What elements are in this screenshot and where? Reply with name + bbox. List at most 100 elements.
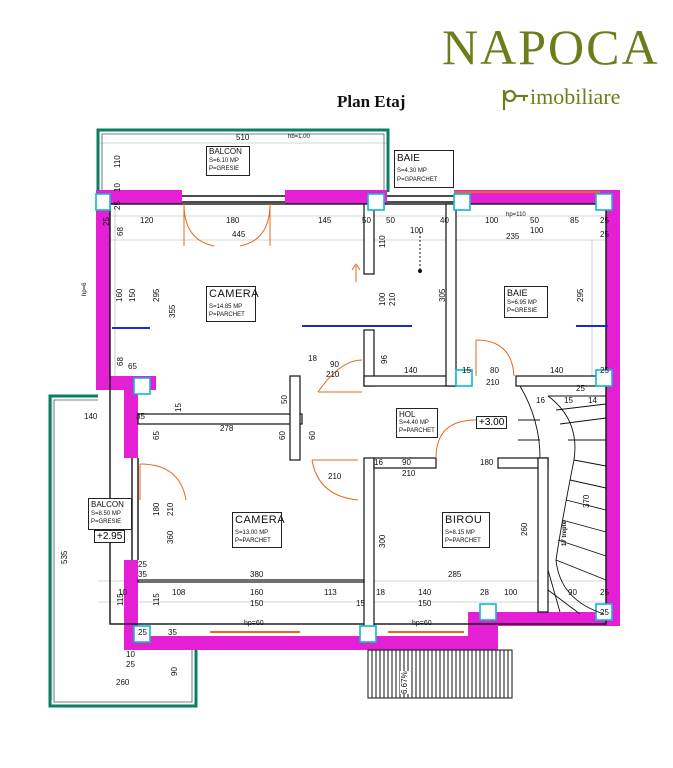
dimension-label: P=PARCHET — [209, 312, 245, 318]
dimension-label: 65 — [152, 431, 161, 440]
dimension-label: 25 — [600, 230, 609, 239]
dimension-label: BAIE — [507, 288, 528, 298]
dimension-label: 100 — [378, 292, 387, 306]
dimension-label: 25 — [600, 608, 609, 617]
window-lines — [210, 191, 600, 633]
dimension-label: 285 — [448, 570, 462, 579]
note-hb: hb=1.00 — [288, 134, 310, 140]
level-marker-balcony: +2.95 — [94, 530, 126, 543]
room-label-baie-top: BAIE S=4.30 MP P=GPARCHET — [394, 150, 454, 188]
dimension-label: S=4.30 MP — [397, 168, 427, 174]
dimension-label: 90 — [568, 588, 577, 597]
dimension-label: BAIE — [397, 153, 420, 164]
dimension-label: 150 — [418, 599, 432, 608]
brand-subtitle: imobiliare — [530, 84, 621, 109]
dimension-label: HOL — [399, 410, 416, 419]
dimension-label: 35 — [168, 628, 177, 637]
staircase — [518, 385, 607, 615]
room-label-balcon-top: BALCON S=6.10 MP P=GRESIE — [206, 146, 250, 176]
dimension-label: 65 — [128, 362, 137, 371]
dimension-label: 80 — [490, 366, 499, 375]
dimension-label: 50 — [280, 395, 289, 404]
dimension-label: CAMERA — [235, 514, 286, 526]
dimension-label: 210 — [166, 502, 175, 516]
room-label-baie-right: BAIE S=6.95 MP P=GRESIE — [504, 286, 548, 318]
room-label-balcon-left: BALCON S=8.50 MP P=GRESIE — [88, 498, 132, 530]
dimension-label: 160 — [250, 588, 264, 597]
note-stair-steps: 17 trepte — [562, 520, 568, 546]
dimension-label: 380 — [250, 570, 264, 579]
dimension-label: 14 — [588, 396, 597, 405]
room-label-camera-1: CAMERA S=14.85 MP P=PARCHET — [206, 286, 260, 322]
dimension-label: 10 — [113, 183, 122, 192]
dimension-label: 295 — [152, 288, 161, 302]
dimension-label: 510 — [236, 133, 250, 142]
dimension-label: P=GPARCHET — [397, 177, 438, 183]
balcony-outlines — [48, 128, 390, 708]
dimension-label: 260 — [116, 678, 130, 687]
dimension-label: S=13.00 MP — [235, 530, 269, 536]
note-hp-left: hp=6 — [82, 282, 88, 296]
dimension-label: 85 — [570, 216, 579, 225]
dimension-label: 40 — [440, 216, 449, 225]
dimension-label: 10 — [118, 588, 127, 597]
dimension-label: S=4.40 MP — [399, 420, 429, 426]
dimension-label: 25 — [576, 384, 585, 393]
dimension-label: 113 — [324, 588, 337, 597]
dimension-label: 115 — [152, 593, 161, 606]
dimension-label: 180 — [152, 502, 161, 516]
dimension-label: 16 — [536, 396, 545, 405]
note-hp-110: hp=110 — [506, 212, 526, 218]
dimension-label: 370 — [582, 494, 591, 508]
dimension-label: 108 — [172, 588, 186, 597]
dimension-label: 210 — [328, 472, 342, 481]
dimension-label: 100 — [504, 588, 518, 597]
dimension-label: 145 — [318, 216, 332, 225]
room-label-hol: HOL S=4.40 MP P=PARCHET — [396, 408, 438, 438]
dimension-label: 360 — [166, 530, 175, 544]
dimension-label: 10 — [126, 650, 135, 659]
dimension-label: BALCON — [209, 147, 242, 156]
dimension-label: P=PARCHET — [445, 538, 481, 544]
dimension-label: 25 — [102, 217, 111, 226]
dimension-label: 90 — [170, 667, 179, 676]
dimension-label: 50 — [362, 216, 371, 225]
dimension-label: 535 — [60, 550, 69, 564]
note-hp-60-b: hp=60 — [412, 620, 432, 627]
dimension-label: 210 — [326, 370, 340, 379]
dimension-label: 16 — [374, 458, 383, 467]
dimension-label: 15 — [174, 403, 183, 412]
note-hp-60-a: hp=60 — [244, 620, 264, 627]
dimension-label: 18 — [376, 588, 385, 597]
dimension-label: P=PARCHET — [235, 538, 271, 544]
dimension-label: 100 — [530, 226, 544, 235]
dimension-label: P=GRESIE — [507, 308, 538, 314]
dimension-label: 160 — [115, 288, 124, 302]
dimension-label: BALCON — [91, 500, 124, 509]
dimension-label: 68 — [116, 357, 125, 366]
dimension-label: CAMERA — [209, 288, 260, 300]
dimension-label: 60 — [308, 431, 317, 440]
dimension-label: 110 — [113, 155, 122, 168]
dimension-label: 15 — [564, 396, 573, 405]
dimension-label: 150 — [250, 599, 264, 608]
dimension-label: 15 — [462, 366, 471, 375]
dimension-label: 28 — [480, 588, 489, 597]
plan-title: Plan Etaj — [337, 92, 406, 111]
dimension-label: 300 — [378, 534, 387, 548]
dimension-label: 25 — [600, 588, 609, 597]
dimension-label: 210 — [388, 292, 397, 306]
dimension-label: 235 — [506, 232, 520, 241]
dimension-label: 18 — [308, 354, 317, 363]
dimension-label: S=6.95 MP — [507, 300, 537, 306]
dimension-label: 445 — [232, 230, 246, 239]
wall-lines — [109, 195, 607, 625]
dimension-label: 140 — [84, 412, 98, 421]
dimension-label: P=GRESIE — [91, 519, 122, 525]
dimension-label: 278 — [220, 424, 234, 433]
dimension-label: 150 — [128, 288, 137, 302]
brand-logo: NAPOCA — [442, 19, 660, 75]
dimension-label: 15 — [356, 599, 365, 608]
